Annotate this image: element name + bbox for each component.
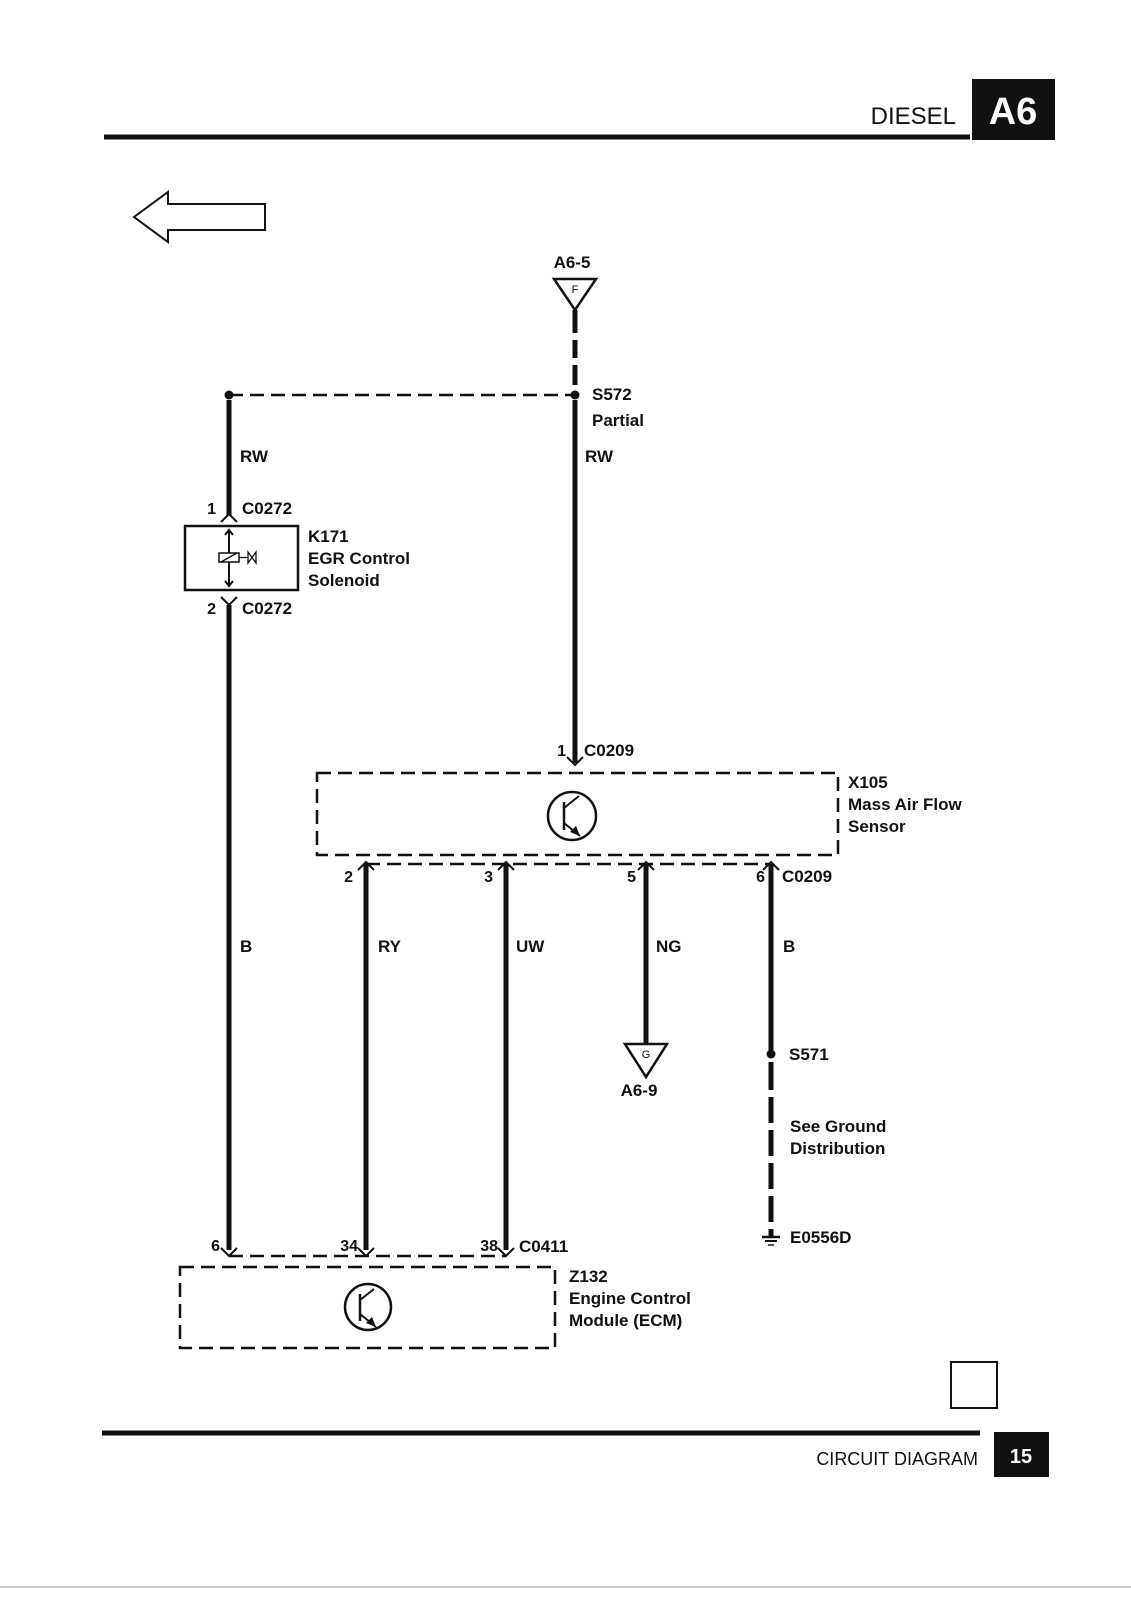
solenoid-icon [218,528,257,588]
pin-k171-1: 1 [207,501,216,518]
pin-k171-2-terminal [220,596,238,607]
pin-x105-6-terminal [762,860,780,871]
ref-top-triangle-icon[interactable] [551,277,599,313]
section-label: DIESEL [871,103,956,130]
page-number: 15 [1010,1446,1032,1468]
footer-label: CIRCUIT DIAGRAM [816,1449,978,1469]
blank-box [950,1361,998,1409]
ref-top-name: A6-5 [554,253,591,272]
splice-node-s571[interactable] [766,1049,776,1059]
wire-label-rw-right: RW [585,447,614,466]
back-arrow-icon[interactable] [132,190,266,244]
section-badge [972,79,1055,140]
splice-node-s572[interactable] [570,390,580,400]
wire-label-ng: NG [656,937,682,956]
pin-x105-1: 1 [557,743,566,760]
pin-x105-3-terminal [497,860,515,871]
pin-z132-34: 34 [340,1238,358,1255]
splice-s572-note: Partial [592,411,644,430]
pin-x105-5: 5 [627,869,636,886]
pin-x105-2: 2 [344,869,353,886]
pin-x105-5-terminal [637,860,655,871]
splice-s571-name: S571 [789,1045,829,1064]
component-z132-id: Z132 [569,1267,608,1286]
pin-z132-38: 38 [480,1238,498,1255]
wire-label-b-right: B [783,937,795,956]
wire-label-ry: RY [378,937,402,956]
component-z132-line1: Engine Control [569,1289,691,1308]
pin-x105-6: 6 [756,869,765,886]
ref-bottom-name: A6-9 [621,1081,658,1100]
ref-bottom-letter: G [642,1049,651,1061]
component-x105-line2: Sensor [848,817,906,836]
pin-x105-2-terminal [357,860,375,871]
component-x105-line1: Mass Air Flow [848,795,962,814]
ground-note-line1: See Ground [790,1117,886,1136]
ground-icon [762,1235,780,1246]
component-x105-box[interactable] [315,771,840,857]
splice-node-left[interactable] [224,390,234,400]
conn-x105-6: C0209 [782,867,832,886]
wire-label-b-left: B [240,937,252,956]
ground-note-line2: Distribution [790,1139,885,1158]
component-z132-box[interactable] [178,1265,557,1350]
conn-k171-2: C0272 [242,599,292,618]
pin-x105-3: 3 [484,869,493,886]
conn-z132-38: C0411 [519,1237,568,1256]
conn-k171-1: C0272 [242,499,292,518]
component-k171-id: K171 [308,527,349,546]
conn-x105-1: C0209 [584,741,634,760]
pin-k171-1-terminal [220,512,238,523]
ref-bottom-triangle-icon[interactable] [622,1042,670,1080]
section-code: A6 [989,91,1038,133]
component-k171-line2: Solenoid [308,571,380,590]
wire-label-uw: UW [516,937,545,956]
ground-point: E0556D [790,1228,851,1247]
pin-z132-6: 6 [211,1238,220,1255]
page-number-badge [994,1432,1049,1477]
transistor-icon [343,1282,393,1332]
ref-top-letter: F [572,284,579,296]
pin-k171-2: 2 [207,601,216,618]
wire-label-rw-left: RW [240,447,269,466]
splice-s572-name: S572 [592,385,632,404]
component-x105-id: X105 [848,773,888,792]
component-z132-line2: Module (ECM) [569,1311,682,1330]
transistor-icon [546,790,598,842]
component-k171-line1: EGR Control [308,549,410,568]
pin-x105-1-terminal [566,756,584,767]
